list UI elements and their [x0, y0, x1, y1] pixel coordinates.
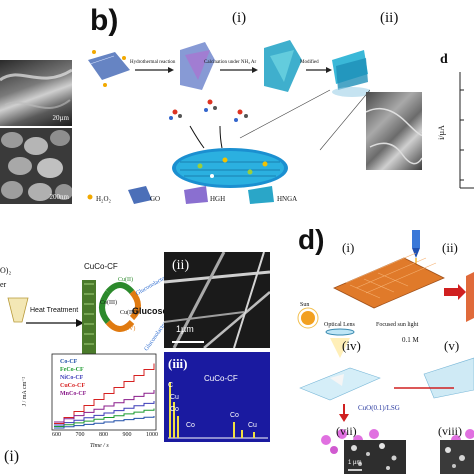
axis-fragment: [459, 72, 474, 189]
panel-d-sub-i: (i): [342, 240, 355, 255]
arrow-modified: [306, 67, 332, 73]
panel-c-sub-i: (i): [4, 448, 20, 465]
focused-light-label: Focused sun light: [376, 322, 419, 328]
eds-peak-co: Co: [170, 406, 179, 413]
panel-d-sub-v: (v): [444, 338, 460, 353]
panel-b-sub-ii: (ii): [380, 10, 399, 26]
molar-label: 0.1 M: [402, 336, 419, 344]
panel-b-sub-i: (i): [232, 10, 247, 26]
scale-bar-label: 1µm: [176, 324, 194, 334]
co3-label: Co(III): [100, 300, 117, 306]
sem-image-d-viii: [440, 440, 474, 474]
sem-image-d-vii: 1 µm: [344, 440, 406, 474]
scale-bar-label: 20µm: [52, 114, 69, 122]
panel-c-sub-ii-label: (ii): [172, 258, 190, 273]
legend-mnco: MnCo-CF: [60, 391, 87, 397]
x-tick: 1000: [146, 432, 158, 438]
arrow-heat-treatment: [26, 319, 84, 327]
x-tick: 800: [99, 432, 108, 438]
series-line: [54, 416, 155, 429]
optical-lens-label: Optical Lens: [324, 322, 355, 328]
hnga-structure: [264, 40, 302, 92]
go-sheet: [88, 50, 130, 87]
graphene-lattice: [172, 148, 288, 188]
panel-d-sub-iv: (iv): [342, 338, 361, 353]
arrow-calcination: [220, 67, 258, 73]
modified-stack: [332, 50, 370, 97]
hgh-structure: [180, 42, 215, 90]
series-line: [54, 401, 155, 426]
panel-d-sub-viii: (viii): [438, 424, 462, 438]
panel-c-sub-iii: (iii): [168, 356, 188, 371]
sem-image-a-bottom: 200nm: [0, 128, 72, 204]
panel-b-letter: b): [90, 4, 119, 37]
synthesis-scheme: [87, 40, 370, 204]
sem-image-b-ii: [366, 92, 422, 170]
panel-d-top-letter: d: [440, 52, 448, 67]
sem-dots: [348, 443, 397, 471]
legend-feco: FeCo-CF: [60, 367, 84, 373]
legend-go: GO: [150, 195, 161, 203]
panel-d-sub-ii: (ii): [442, 240, 458, 255]
sun-label: Sun: [300, 302, 310, 308]
arrow-hydrothermal: [135, 67, 174, 73]
sem-texture: [366, 107, 422, 165]
co4-label: Co(IV): [118, 326, 136, 332]
eds-plot: [168, 382, 268, 439]
y-axis-label: i/µA: [436, 125, 446, 140]
y-axis-label: J / mA cm⁻²: [22, 376, 29, 407]
scale-bar-label: 1 µm: [348, 460, 362, 466]
step-calcination: Calcination under NH₃ Ar: [204, 60, 257, 65]
sem-image-a-top: 20µm: [0, 60, 72, 126]
legend-icons: [87, 186, 274, 204]
product-label: CuO(0.1)/LSG: [358, 404, 400, 412]
eds-peak-co3: Co: [230, 412, 239, 419]
series-line: [54, 408, 155, 427]
current-time-chart: [51, 353, 157, 431]
eds-title: CuCo-CF: [204, 374, 238, 383]
legend-hgh: HGH: [210, 195, 226, 203]
heat-treatment-label: Heat Treatment: [30, 307, 79, 314]
series-line: [54, 390, 155, 423]
eds-peak-cu: Cu: [170, 394, 179, 401]
step-modified: Modified: [300, 60, 319, 65]
panel-d-sub-vii: (vii): [336, 424, 357, 438]
sem-texture: [0, 68, 72, 110]
x-tick: 600: [52, 432, 61, 438]
sem-fibers: [164, 252, 270, 348]
chart-legend: Co-CF FeCo-CF NiCo-CF CuCo-CF MnCo-CF: [60, 358, 86, 398]
legend-hnga: HNGA: [277, 195, 298, 203]
series-lines: [54, 363, 155, 429]
legend-cuco: CuCo-CF: [60, 383, 85, 389]
left-text-2: er: [0, 280, 7, 289]
legend-co: Co-CF: [60, 359, 78, 365]
legend-nico: NiCo-CF: [60, 375, 84, 381]
sem-dots: [445, 447, 465, 468]
cu3-label: Cu(III): [120, 310, 137, 316]
sem-image-c-ii: 1µm: [164, 252, 270, 348]
scale-bar-label: 200nm: [49, 193, 69, 201]
eds-spectrum: CuCo-CF C Cu Co Co Co Cu: [164, 352, 270, 442]
catalytic-cycle: [82, 280, 141, 354]
step-hydrothermal: Hydrothermal reaction: [130, 60, 176, 65]
eds-peak-co2: Co: [186, 422, 195, 429]
x-tick-labels: 600 700 800 900 1000: [52, 432, 158, 438]
glucose-label: Glucose: [132, 306, 168, 316]
sem-particles: [1, 130, 72, 201]
panel-d-letter: d): [298, 224, 325, 255]
x-tick: 700: [75, 432, 85, 438]
x-axis-label: Time / s: [90, 443, 109, 449]
cu2-label: Cu(II): [118, 277, 133, 283]
left-text-1: O)₂: [0, 266, 12, 275]
molecule-icons: [169, 99, 248, 149]
beaker-icon: [7, 297, 29, 323]
legend-h2o2: H₂O₂: [96, 195, 111, 203]
x-tick: 900: [122, 432, 132, 438]
eds-peak-c: C: [168, 382, 174, 389]
eds-peak-cu2: Cu: [248, 422, 257, 429]
cuco-label: CuCo-CF: [84, 262, 118, 271]
laser-scribe-scheme: [297, 230, 474, 454]
